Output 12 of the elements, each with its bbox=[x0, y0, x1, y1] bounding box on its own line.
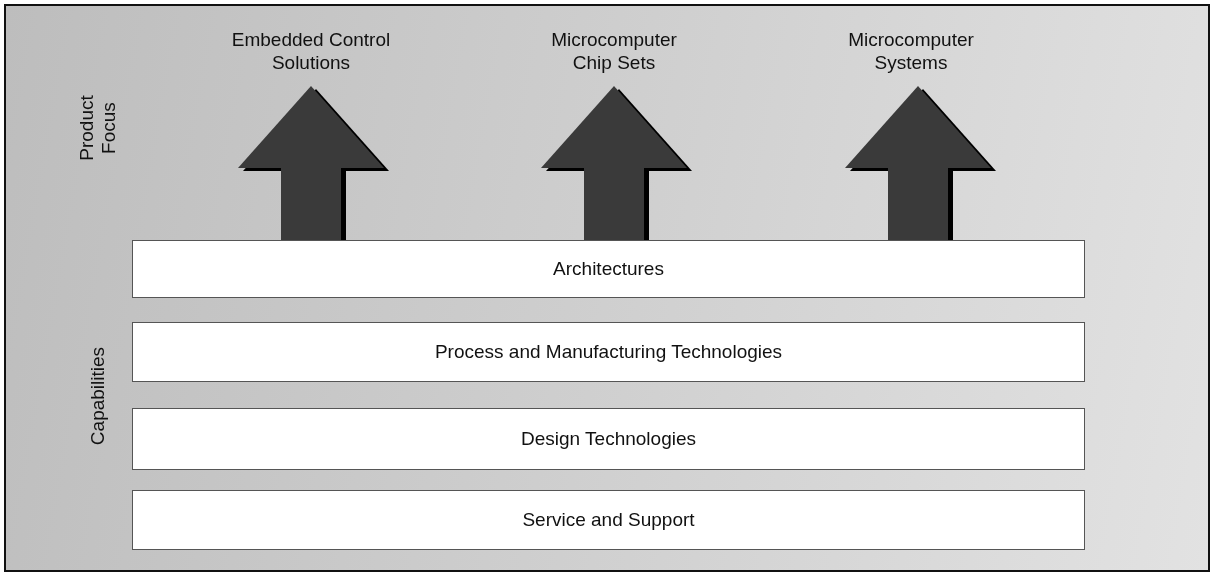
capability-bar: Service and Support bbox=[132, 490, 1085, 550]
capability-bar: Process and Manufacturing Technologies bbox=[132, 322, 1085, 382]
block-arrow bbox=[238, 86, 384, 240]
block-arrow bbox=[845, 86, 991, 240]
product-label: Embedded Control Solutions bbox=[211, 28, 411, 74]
capability-bar: Design Technologies bbox=[132, 408, 1085, 470]
block-arrow bbox=[541, 86, 687, 240]
product-label: Microcomputer Chip Sets bbox=[534, 28, 694, 74]
axis-label: Capabilities bbox=[86, 345, 109, 448]
product-label: Microcomputer Systems bbox=[831, 28, 991, 74]
axis-label: Product Focus bbox=[76, 94, 120, 163]
capability-bar: Architectures bbox=[132, 240, 1085, 298]
